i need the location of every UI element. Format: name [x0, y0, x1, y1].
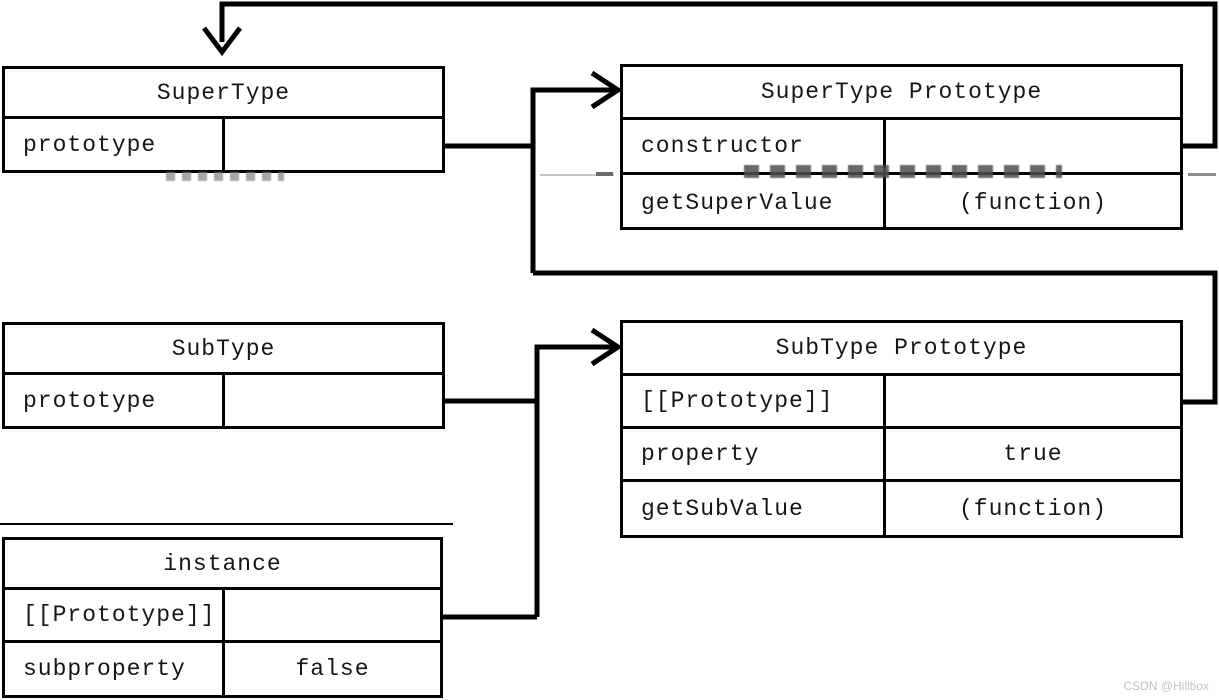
erased-text-artifact: [166, 172, 284, 181]
erased-text-artifact: [596, 172, 613, 176]
protolink-property-label: [[Prototype]]: [623, 376, 886, 426]
property-property-label: property: [623, 429, 886, 479]
pointer-cell: [886, 376, 1180, 426]
instance-box: instance [[Prototype]] subproperty false: [2, 537, 443, 698]
table-row: prototype: [5, 375, 442, 426]
constructor-property-label: constructor: [623, 120, 886, 172]
getsubvalue-property-label: getSubValue: [623, 482, 886, 535]
table-row: [[Prototype]]: [5, 590, 440, 643]
separator-line: [0, 523, 453, 525]
table-row: getSuperValue (function): [623, 175, 1180, 230]
pointer-cell: [886, 120, 1180, 172]
subproperty-property-label: subproperty: [5, 643, 225, 695]
subtype-prototype-box: SubType Prototype [[Prototype]] property…: [620, 320, 1183, 538]
getsubvalue-value: (function): [958, 495, 1108, 522]
erased-text-artifact: [540, 174, 614, 176]
supertype-box-title: SuperType: [5, 69, 442, 119]
prototype-property-label: prototype: [5, 119, 225, 170]
subtype-prototype-box-title: SubType Prototype: [623, 323, 1180, 376]
supertype-prototype-box: SuperType Prototype constructor getSuper…: [620, 64, 1183, 230]
getsupervalue-property-label: getSuperValue: [623, 175, 886, 230]
protolink-property-label: [[Prototype]]: [5, 590, 225, 640]
table-row: [[Prototype]]: [623, 376, 1180, 429]
pointer-cell: [225, 119, 442, 170]
pointer-cell: [225, 590, 440, 640]
watermark: CSDN @Hillbox: [1123, 679, 1209, 693]
subtype-box: SubType prototype: [2, 322, 445, 429]
arrow-into-supertype: [202, 26, 242, 57]
subtype-box-title: SubType: [5, 325, 442, 375]
pointer-cell: [225, 375, 442, 426]
supertype-box: SuperType prototype: [2, 66, 445, 173]
arrow-into-subtype-prototype: [590, 327, 623, 367]
table-row: prototype: [5, 119, 442, 170]
table-row: constructor: [623, 120, 1180, 175]
instance-box-title: instance: [5, 540, 440, 590]
subproperty-value: false: [295, 656, 370, 682]
supertype-prototype-box-title: SuperType Prototype: [623, 67, 1180, 120]
arrow-into-supertype-prototype: [590, 70, 623, 110]
junction-into-supertype-prototype: [530, 87, 614, 273]
getsupervalue-value: (function): [958, 189, 1108, 216]
table-row: subproperty false: [5, 643, 440, 695]
erased-text-artifact: [1188, 173, 1216, 176]
junction-into-subtype-prototype: [534, 344, 614, 617]
property-value: true: [1003, 441, 1063, 467]
table-row: property true: [623, 429, 1180, 482]
table-row: getSubValue (function): [623, 482, 1180, 535]
prototype-property-label: prototype: [5, 375, 225, 426]
